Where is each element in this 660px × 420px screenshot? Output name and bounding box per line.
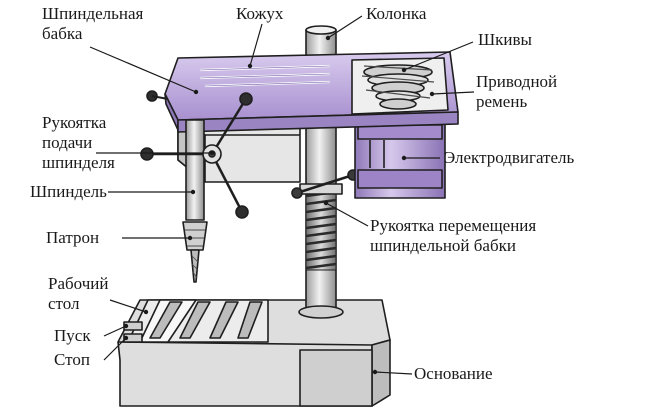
leader-start xyxy=(103,325,127,337)
leader-drive-belt xyxy=(431,91,475,95)
feed-handle-body xyxy=(140,90,253,219)
label-cover: Кожух xyxy=(236,4,284,23)
leader-work-table xyxy=(109,299,147,313)
leader-spindle-head xyxy=(89,46,197,93)
label-pulleys: Шкивы xyxy=(478,30,532,49)
leader-dots xyxy=(123,35,435,375)
label-column: Колонка xyxy=(366,4,427,23)
leader-head-move xyxy=(325,202,369,227)
label-head-move-handle: Рукоятка перемещения шпиндельной бабки xyxy=(370,216,537,255)
label-motor: Электродвигатель xyxy=(444,148,575,167)
label-feed-handle: Рукоятка подачи шпинделя xyxy=(42,113,115,172)
label-start: Пуск xyxy=(54,326,91,345)
label-work-table: Рабочий стол xyxy=(48,274,109,313)
leader-stop xyxy=(103,337,127,361)
leader-base xyxy=(374,371,413,375)
label-stop: Стоп xyxy=(54,350,90,369)
label-drive-belt: Приводной ремень xyxy=(476,72,558,111)
spindle-assembly xyxy=(182,119,208,283)
label-spindle: Шпиндель xyxy=(30,182,107,201)
work-table-body xyxy=(127,299,269,343)
leader-cover xyxy=(249,23,263,67)
pulleys-body xyxy=(351,57,449,115)
leader-lines xyxy=(89,15,475,375)
leader-column xyxy=(327,15,363,39)
leader-pulleys xyxy=(403,41,474,71)
label-spindle-head: Шпиндельная бабка xyxy=(42,4,144,43)
label-base: Основание xyxy=(414,364,493,383)
label-chuck: Патрон xyxy=(46,228,100,247)
head-spring xyxy=(299,183,343,271)
